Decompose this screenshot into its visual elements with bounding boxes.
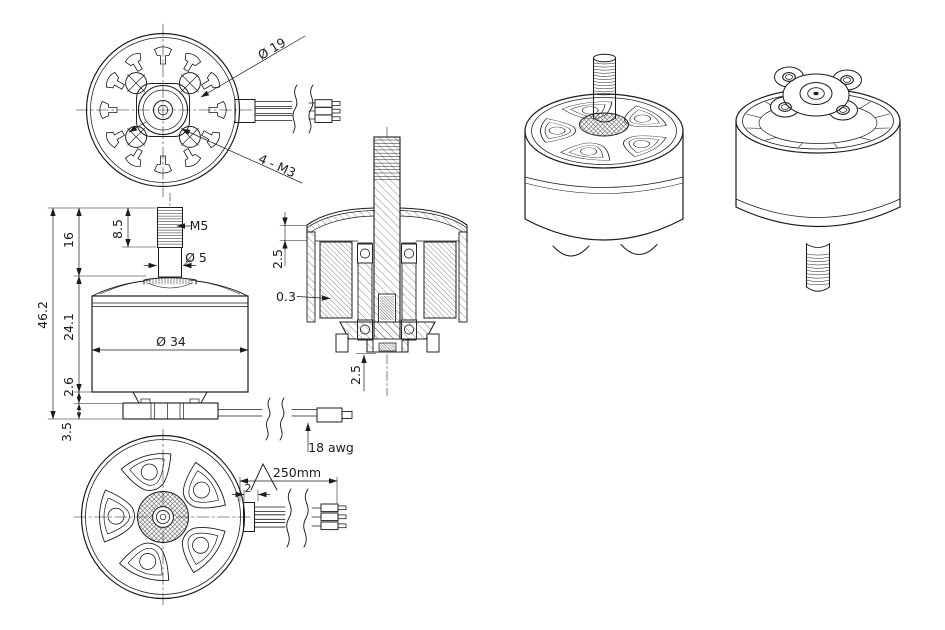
flange-holes bbox=[778, 72, 854, 115]
side-wire bbox=[217, 397, 353, 441]
dim-bolt-circle: Ø 19 bbox=[255, 34, 288, 62]
threaded-shaft bbox=[592, 53, 617, 123]
mount-flange bbox=[770, 66, 862, 121]
dim-shaft-protrusion: 2.5 bbox=[348, 365, 363, 385]
dim-top-plate: 2.5 bbox=[270, 249, 285, 269]
knurled-hub bbox=[579, 112, 629, 137]
flange-hub bbox=[799, 82, 833, 105]
bell-section bbox=[306, 207, 468, 323]
connector-pins bbox=[320, 503, 347, 531]
dim-shaft-length: 16 bbox=[61, 232, 76, 248]
body-cylinder bbox=[735, 120, 901, 228]
break-symbol bbox=[286, 488, 309, 548]
dim-body-height: 24.1 bbox=[61, 313, 76, 341]
view-iso-top bbox=[735, 66, 901, 292]
bearing-tube bbox=[357, 242, 417, 341]
section-dimensions: 2.5 0.3 2.5 bbox=[270, 211, 377, 392]
view-iso-bottom bbox=[524, 53, 684, 257]
dim-mount-holes: 4 - M3 bbox=[256, 151, 298, 181]
bottom-dimensions: 250mm 2 bbox=[231, 462, 338, 504]
dim-thread-spec: M5 bbox=[190, 218, 209, 233]
dim-thread-length: 8.5 bbox=[110, 219, 125, 239]
dim-connector-width: 2 bbox=[245, 482, 252, 495]
face-rim bbox=[531, 97, 677, 165]
dim-air-gap: 0.3 bbox=[276, 289, 296, 304]
dim-total-height: 46.2 bbox=[35, 301, 50, 329]
knurled-hub bbox=[137, 491, 189, 543]
bell-rim bbox=[85, 439, 241, 595]
dim-base-height: 2.6 bbox=[61, 377, 76, 397]
body-cylinder bbox=[524, 130, 684, 257]
stator-magnets bbox=[319, 241, 457, 319]
wire-bundle bbox=[243, 488, 347, 548]
shaft bbox=[157, 207, 183, 278]
dim-shaft-dia: Ø 5 bbox=[185, 250, 207, 265]
connector-pins bbox=[314, 99, 341, 123]
bell-top bbox=[92, 277, 248, 297]
bell-outline bbox=[80, 434, 246, 600]
view-side: 8.5 16 M5 Ø 5 46.2 24.1 Ø 34 2.6 3.5 18 … bbox=[35, 192, 354, 455]
view-section: 2.5 0.3 2.5 bbox=[270, 126, 468, 397]
break-symbol bbox=[265, 397, 285, 441]
sectioned-shaft bbox=[373, 136, 401, 353]
dim-wire-length: 250mm bbox=[273, 465, 321, 480]
break-symbol bbox=[292, 84, 314, 134]
side-dimensions: 8.5 16 M5 Ø 5 46.2 24.1 Ø 34 2.6 3.5 18 … bbox=[35, 207, 354, 455]
threaded-shaft bbox=[805, 242, 831, 292]
view-top: Ø 19 4 - M3 bbox=[75, 23, 341, 198]
dim-mount-height: 3.5 bbox=[59, 422, 74, 442]
view-bottom: 250mm 2 bbox=[73, 428, 347, 606]
dim-body-dia: Ø 34 bbox=[156, 334, 186, 349]
base-mount bbox=[122, 391, 219, 420]
center-hub bbox=[136, 83, 190, 137]
wire-bundle bbox=[234, 84, 341, 134]
base-section bbox=[335, 321, 440, 353]
centerlines bbox=[75, 23, 257, 198]
label-wire-gauge: 18 awg bbox=[308, 440, 354, 455]
rotor-outline bbox=[85, 32, 241, 188]
